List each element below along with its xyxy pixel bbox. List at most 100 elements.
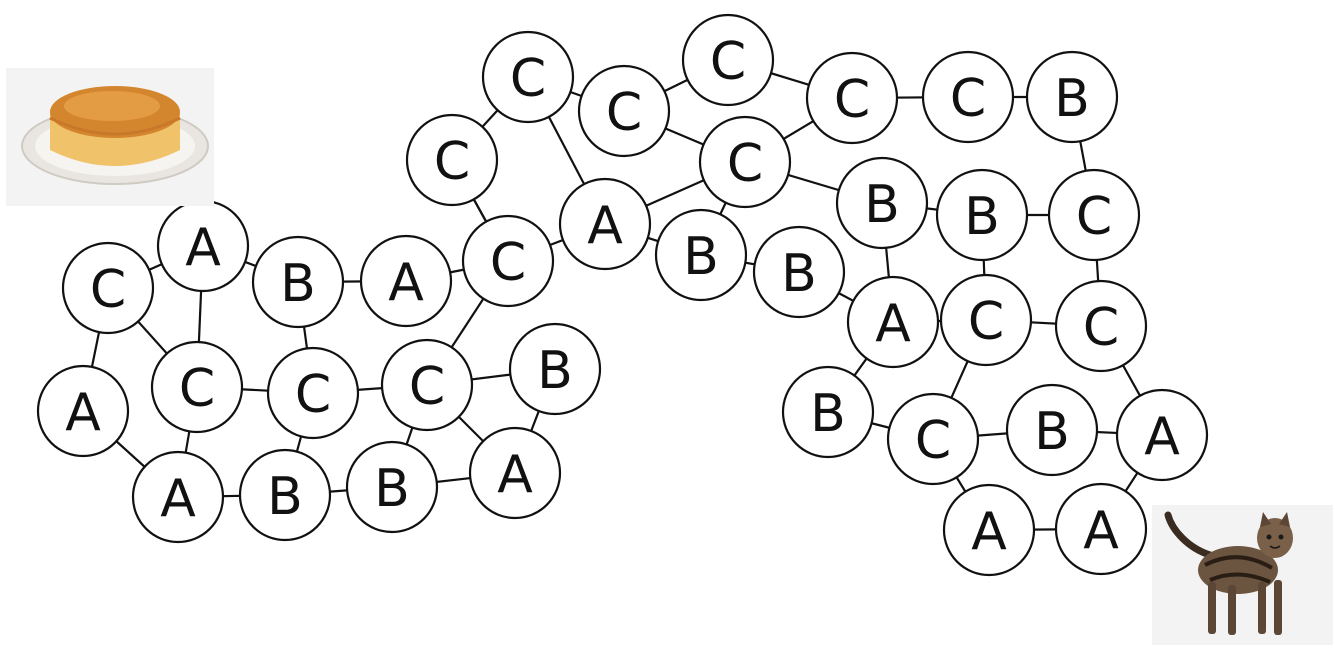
maze-node-letter: A bbox=[1083, 501, 1119, 561]
maze-node-letter: A bbox=[875, 294, 911, 354]
maze-node-30[interactable]: B bbox=[935, 168, 1029, 262]
maze-node-letter: A bbox=[587, 196, 623, 256]
maze-node-letter: B bbox=[267, 467, 303, 527]
maze-node-3[interactable]: A bbox=[359, 234, 453, 328]
maze-node-5[interactable]: A bbox=[36, 364, 130, 458]
maze-node-circle bbox=[1025, 50, 1119, 144]
maze-node-18[interactable]: B bbox=[654, 208, 748, 302]
maze-node-circle bbox=[238, 448, 332, 542]
maze-node-circle bbox=[935, 168, 1029, 262]
maze-node-circle bbox=[698, 115, 792, 209]
maze-node-35[interactable]: B bbox=[1005, 383, 1099, 477]
maze-node-circle bbox=[359, 234, 453, 328]
maze-node-24[interactable]: C bbox=[805, 51, 899, 145]
maze-node-circle bbox=[1005, 383, 1099, 477]
maze-node-1[interactable]: A bbox=[156, 199, 250, 293]
maze-node-circle bbox=[380, 338, 474, 432]
maze-node-16[interactable]: A bbox=[558, 177, 652, 271]
maze-node-28[interactable]: A bbox=[1054, 482, 1148, 576]
maze-node-letter: B bbox=[810, 384, 846, 444]
maze-node-circle bbox=[150, 340, 244, 434]
maze-node-circle bbox=[558, 177, 652, 271]
maze-node-letter: B bbox=[781, 244, 817, 304]
maze-node-32[interactable]: C bbox=[1047, 168, 1141, 262]
maze-node-circle bbox=[921, 50, 1015, 144]
maze-node-22[interactable]: B bbox=[752, 225, 846, 319]
maze-node-33[interactable]: C bbox=[939, 273, 1033, 367]
maze-node-circle bbox=[886, 392, 980, 486]
maze-node-circle bbox=[577, 64, 671, 158]
maze-node-circle bbox=[942, 483, 1036, 577]
maze-node-2[interactable]: B bbox=[251, 235, 345, 329]
maze-node-letter: C bbox=[968, 292, 1004, 352]
maze-node-11[interactable]: B bbox=[238, 448, 332, 542]
maze-node-13[interactable]: A bbox=[468, 426, 562, 520]
maze-node-31[interactable]: B bbox=[1025, 50, 1119, 144]
maze-node-23[interactable]: A bbox=[846, 275, 940, 369]
maze-node-circle bbox=[36, 364, 130, 458]
maze-node-circle bbox=[681, 13, 775, 107]
maze-node-7[interactable]: C bbox=[266, 346, 360, 440]
maze-node-12[interactable]: B bbox=[345, 440, 439, 534]
maze-node-circle bbox=[461, 214, 555, 308]
maze-node-letter: C bbox=[490, 233, 526, 293]
maze-node-circle bbox=[654, 208, 748, 302]
maze-node-letter: A bbox=[388, 253, 424, 313]
maze-node-letter: C bbox=[510, 49, 546, 109]
maze-node-letter: C bbox=[434, 132, 470, 192]
maze-node-circle bbox=[1047, 168, 1141, 262]
maze-node-circle bbox=[1054, 482, 1148, 576]
maze-node-21[interactable]: B bbox=[781, 365, 875, 459]
maze-node-circle bbox=[131, 450, 225, 544]
maze-node-25[interactable]: B bbox=[835, 156, 929, 250]
maze-node-letter: B bbox=[864, 175, 900, 235]
cake-on-plate-icon bbox=[6, 68, 214, 206]
maze-node-27[interactable]: A bbox=[942, 483, 1036, 577]
maze-node-0[interactable]: C bbox=[61, 241, 155, 335]
maze-node-17[interactable]: C bbox=[577, 64, 671, 158]
maze-node-letter: A bbox=[497, 445, 533, 505]
maze-node-15[interactable]: C bbox=[481, 30, 575, 124]
maze-node-circle bbox=[481, 30, 575, 124]
maze-node-circle bbox=[345, 440, 439, 534]
maze-node-34[interactable]: C bbox=[1054, 279, 1148, 373]
maze-node-circle bbox=[835, 156, 929, 250]
maze-node-14[interactable]: C bbox=[405, 113, 499, 207]
maze-node-letter: B bbox=[683, 227, 719, 287]
maze-node-letter: C bbox=[179, 359, 215, 419]
maze-node-letter: C bbox=[950, 69, 986, 129]
maze-node-letter: C bbox=[710, 32, 746, 92]
maze-node-letter: C bbox=[295, 365, 331, 425]
maze-node-circle bbox=[1054, 279, 1148, 373]
maze-node-circle bbox=[468, 426, 562, 520]
maze-node-29[interactable]: C bbox=[921, 50, 1015, 144]
maze-node-letter: C bbox=[1083, 298, 1119, 358]
maze-node-6[interactable]: C bbox=[150, 340, 244, 434]
maze-node-circle bbox=[752, 225, 846, 319]
maze-node-20[interactable]: C bbox=[681, 13, 775, 107]
maze-node-circle bbox=[939, 273, 1033, 367]
maze-node-letter: C bbox=[727, 134, 763, 194]
maze-node-letter: A bbox=[971, 502, 1007, 562]
maze-node-letter: A bbox=[160, 469, 196, 529]
maze-node-circle bbox=[61, 241, 155, 335]
maze-node-letter: C bbox=[1076, 187, 1112, 247]
maze-node-circle bbox=[266, 346, 360, 440]
maze-node-letter: C bbox=[606, 83, 642, 143]
maze-node-36[interactable]: A bbox=[1115, 388, 1209, 482]
maze-node-circle bbox=[846, 275, 940, 369]
maze-node-circle bbox=[805, 51, 899, 145]
maze-node-19[interactable]: C bbox=[698, 115, 792, 209]
maze-node-9[interactable]: B bbox=[508, 322, 602, 416]
maze-node-8[interactable]: C bbox=[380, 338, 474, 432]
maze-node-letter: A bbox=[65, 383, 101, 443]
maze-node-26[interactable]: C bbox=[886, 392, 980, 486]
maze-node-letter: B bbox=[1034, 402, 1070, 462]
maze-node-circle bbox=[251, 235, 345, 329]
maze-node-4[interactable]: C bbox=[461, 214, 555, 308]
maze-node-letter: B bbox=[964, 187, 1000, 247]
maze-node-circle bbox=[781, 365, 875, 459]
maze-node-10[interactable]: A bbox=[131, 450, 225, 544]
